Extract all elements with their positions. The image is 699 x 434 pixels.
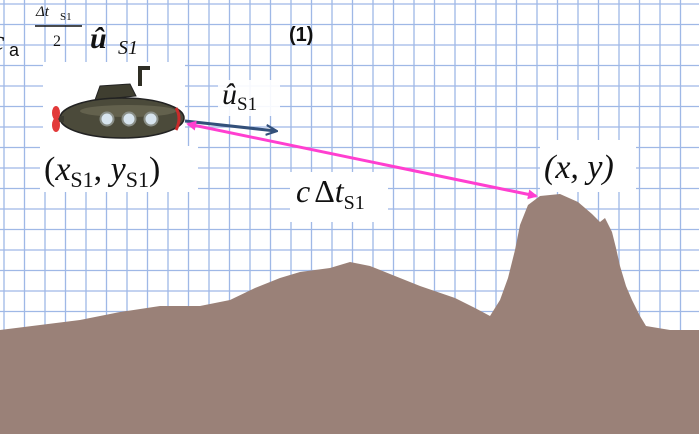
formula-unit-vector: û xyxy=(90,22,107,55)
top-formula: c a Δt S1 2 û S1 xyxy=(0,4,138,60)
formula-prefix: c xyxy=(0,26,5,57)
formula-prefix-sub: a xyxy=(9,40,20,60)
range-arrow xyxy=(186,120,538,200)
panel-label: (1) xyxy=(289,24,313,46)
formula-fraction-denominator: 2 xyxy=(53,33,61,50)
formula-fraction-numerator-sub: S1 xyxy=(60,11,72,23)
target-position-label: (x, y) xyxy=(544,149,614,186)
submarine-position-label: (xS1, yS1) xyxy=(44,151,160,192)
unit-vector-label: ûS1 xyxy=(222,78,257,115)
formula-unit-vector-sub: S1 xyxy=(118,37,138,59)
submarine-icon xyxy=(43,62,185,146)
seafloor-terrain xyxy=(0,194,699,434)
formula-fraction-numerator: Δt xyxy=(35,4,50,20)
